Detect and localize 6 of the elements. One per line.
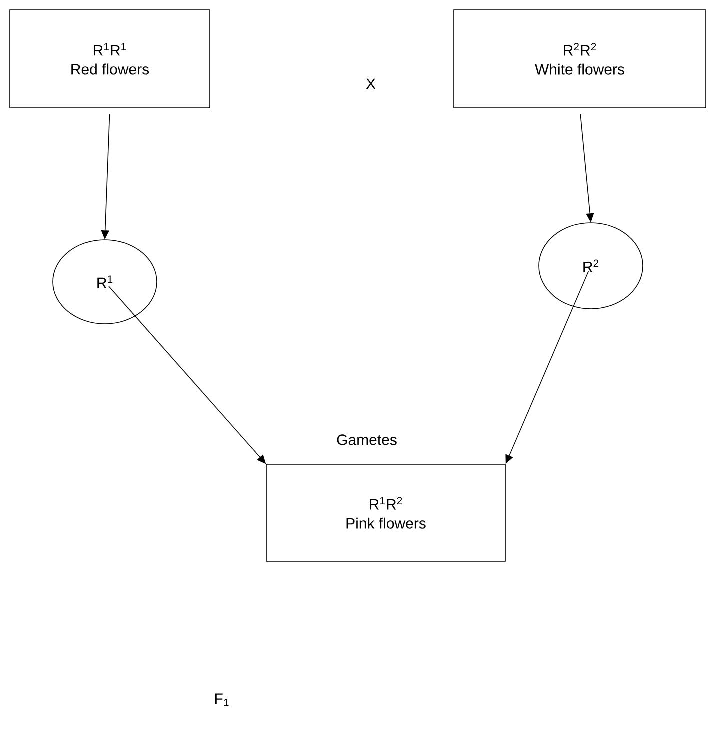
cross-symbol: X <box>366 78 376 90</box>
flower-box: R$^{1}$R$^{1}$ Red flowers <box>10 10 210 108</box>
generation-label: F$_{1}$ <box>215 694 229 706</box>
gametes-label: Gametes <box>337 434 397 446</box>
flower-box: R$^{1}$R$^{2}$ Pink flowers <box>266 464 506 562</box>
flower-box: R$^{2}$R$^{2}$ White flowers <box>454 10 706 108</box>
